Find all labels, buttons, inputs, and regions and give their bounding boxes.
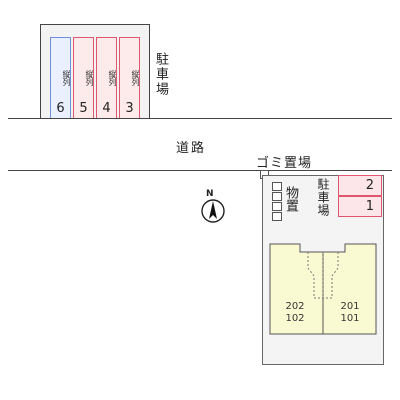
parking-slot-6: 縦列 6 (50, 37, 71, 119)
slot-number: 1 (365, 199, 374, 214)
parking-slot-5: 縦列 5 (73, 37, 94, 119)
unit-number-lower: 102 (285, 313, 305, 324)
storage-label: 物置 (283, 186, 298, 212)
top-parking-lot: 縦列 6 縦列 5 縦列 4 縦列 3 (40, 24, 150, 119)
storage-unit (272, 182, 282, 191)
unit-number-upper: 202 (285, 301, 305, 312)
slot-number: 6 (56, 101, 65, 116)
north-arrow-icon (201, 199, 225, 223)
apartment-building (269, 243, 377, 335)
parking-slot-4: 縦列 4 (96, 37, 117, 119)
parking-slot-3: 縦列 3 (119, 37, 140, 119)
storage-unit (272, 212, 282, 221)
storage-unit (272, 192, 282, 201)
slot-number: 3 (125, 101, 134, 116)
garbage-area-label: ゴミ置場 (256, 156, 313, 171)
north-label: N (206, 189, 214, 199)
unit-number-lower: 101 (340, 313, 360, 324)
slot-label: 縦列 (62, 70, 71, 86)
storage-unit (272, 202, 282, 211)
parking-slot-2: 2 (338, 175, 382, 196)
slot-number: 2 (365, 178, 374, 193)
slot-label: 縦列 (131, 70, 140, 86)
parking-slot-1: 1 (338, 196, 382, 217)
unit-left: 202 102 (275, 301, 315, 325)
site-parking-label: 駐車場 (316, 178, 330, 217)
road-edge-top (8, 118, 392, 119)
slot-label: 縦列 (85, 70, 94, 86)
top-parking-label: 駐車場 (153, 52, 168, 97)
slot-label: 縦列 (108, 70, 117, 86)
road-edge-bottom (8, 170, 392, 171)
slot-number: 5 (79, 101, 88, 116)
road-label: 道路 (176, 141, 207, 156)
unit-right: 201 101 (330, 301, 370, 325)
unit-number-upper: 201 (340, 301, 360, 312)
slot-number: 4 (102, 101, 111, 116)
